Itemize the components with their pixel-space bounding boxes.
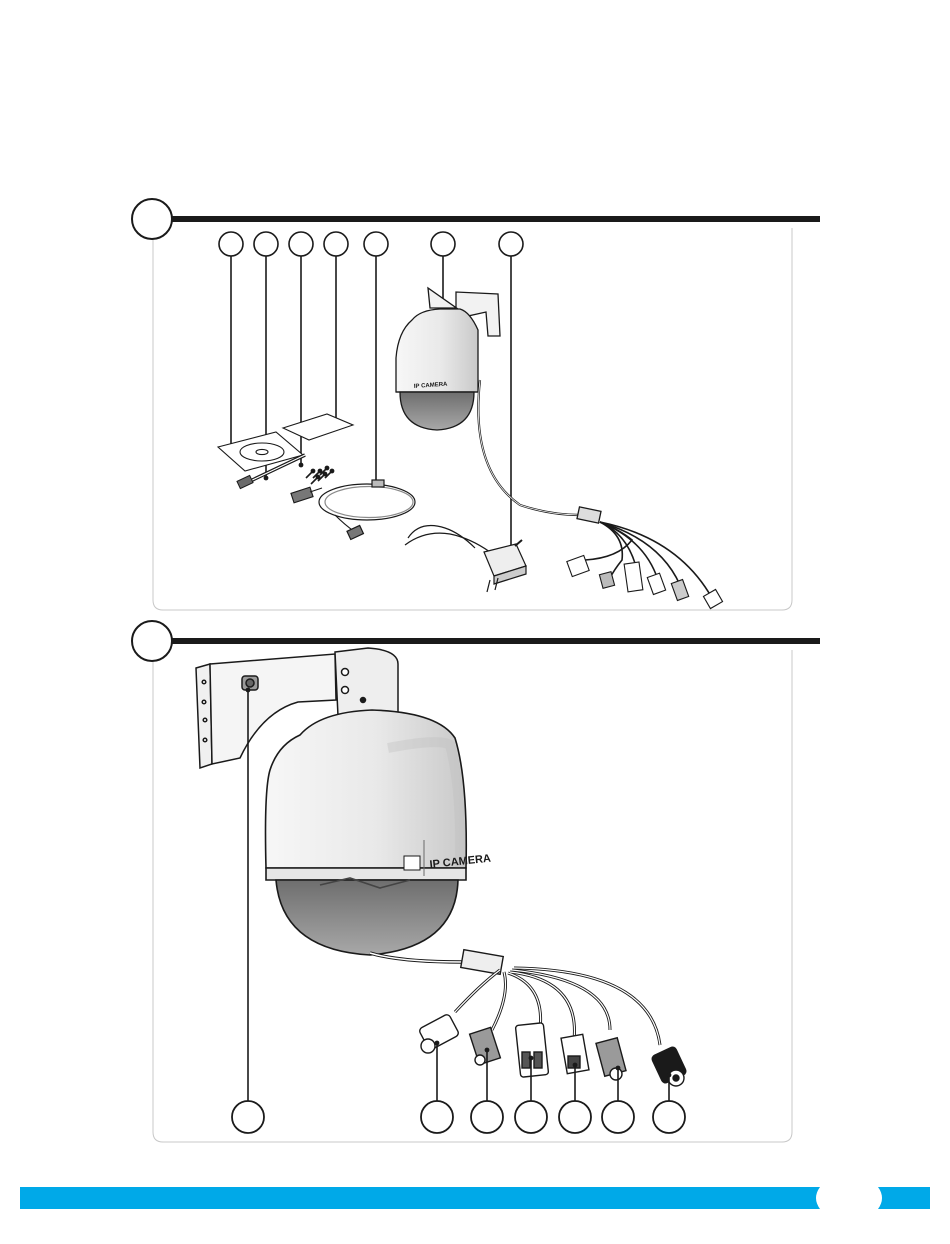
callout-1-d xyxy=(324,232,348,256)
network-cable-icon xyxy=(319,480,415,539)
rj45-connector-icon xyxy=(291,487,322,503)
footer-bar-left xyxy=(20,1187,820,1209)
callout-1-g xyxy=(499,232,523,256)
footer-bar xyxy=(20,1187,930,1209)
callout-1-f xyxy=(431,232,455,256)
callout-1-e xyxy=(364,232,388,256)
power-adapter-icon xyxy=(405,526,526,592)
rca-audio-connector xyxy=(470,1027,501,1065)
main-cable xyxy=(370,950,503,975)
callout-2-b xyxy=(421,1101,453,1133)
screws-icon xyxy=(306,466,334,484)
io-connector xyxy=(596,1038,626,1080)
ptz-dome-camera-icon: IP CAMERA xyxy=(396,288,601,523)
figure-1: IP CAMERA xyxy=(132,199,820,610)
callout-1-b xyxy=(254,232,278,256)
footer-bar-right xyxy=(878,1187,930,1209)
callout-2-g xyxy=(653,1101,685,1133)
pigtail-connectors-small xyxy=(567,555,723,608)
callout-1-a xyxy=(219,232,243,256)
figure-2-callouts xyxy=(232,1101,685,1133)
figure-2-number-circle xyxy=(132,621,172,661)
figure-1-callouts xyxy=(219,232,523,256)
figure-2: IP CAMERA xyxy=(132,621,820,1142)
callout-1-c xyxy=(289,232,313,256)
callout-2-d xyxy=(515,1101,547,1133)
figure-1-panel xyxy=(153,228,792,610)
footer-page-slot xyxy=(826,1187,876,1209)
callout-2-a xyxy=(232,1101,264,1133)
ptz-dome-camera-large: IP CAMERA xyxy=(266,710,492,955)
callout-2-f xyxy=(602,1101,634,1133)
manual-sheet xyxy=(283,414,353,440)
callout-2-e xyxy=(559,1101,591,1133)
bnc-video-connector xyxy=(418,1013,459,1053)
rj45-network-connector xyxy=(515,1023,548,1078)
pigtail-connectors xyxy=(418,1013,687,1086)
callout-2-c xyxy=(471,1101,503,1133)
figure-1-number-circle xyxy=(132,199,172,239)
